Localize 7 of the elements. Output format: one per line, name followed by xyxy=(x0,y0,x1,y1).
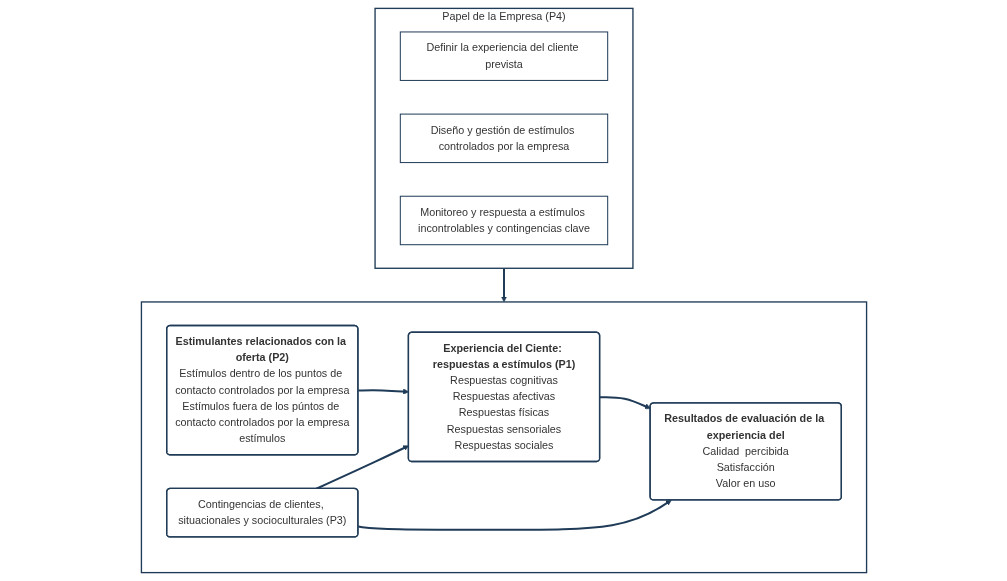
cluster xyxy=(140,301,867,574)
arrow xyxy=(357,499,672,531)
arrow xyxy=(500,268,507,303)
node-box: Monitoreo y respuesta a estímulos incontrolables y contingencias clave xyxy=(399,195,608,246)
node-box: Definir la experiencia del cliente prevista xyxy=(399,31,608,81)
node-box: Diseño y gestión de estímulos controlados por la empresa xyxy=(399,113,608,164)
arrow xyxy=(599,396,651,410)
